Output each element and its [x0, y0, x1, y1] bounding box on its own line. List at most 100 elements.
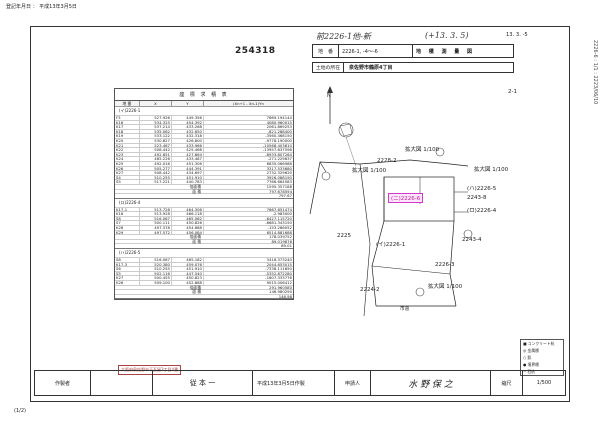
- maker-name: 従 本 一: [153, 371, 253, 395]
- scale-note-lower: 拡大図 1/100: [428, 284, 463, 290]
- table-cell: 505.277: [140, 166, 172, 171]
- table-cell: 7667.851474: [266, 207, 292, 212]
- table-cell: K29: [115, 230, 140, 235]
- table-cell: F3: [115, 116, 140, 120]
- subtotal-value: 178.039752: [269, 234, 292, 240]
- table-cell: 7669.194144: [266, 116, 292, 120]
- table-cell: 485.226: [140, 157, 172, 161]
- table-cell: 508.442: [140, 148, 172, 152]
- parcel-line-g: [363, 243, 371, 317]
- table-cell: 513.728: [140, 207, 172, 212]
- table-subtotal-row: 146.98: [115, 293, 293, 299]
- table-cell: K21: [115, 143, 140, 148]
- table-cell: K26: [115, 166, 140, 171]
- subtotal-label: 倍面積: [189, 183, 201, 189]
- table-cell: -153.266052: [267, 226, 292, 230]
- table-cell: 527.926: [140, 116, 172, 120]
- table-cell: 533.122: [140, 134, 172, 138]
- table-cell: 535.062: [140, 129, 172, 134]
- table-cell: 510.255: [140, 175, 172, 180]
- parcel-2226-5-label: (ハ)2226-5: [467, 186, 497, 192]
- table-title: 座 標 求 積 表: [115, 89, 293, 101]
- parcel-boundary-corner: [319, 161, 327, 173]
- side-vertical-text: 2226-6 : 1/1 : 2223/06/10: [592, 40, 598, 105]
- table-cell: 449.356: [172, 116, 204, 120]
- table-cell: 456.084: [172, 230, 204, 235]
- parcel-boundary-left: [371, 220, 385, 307]
- legend: ■ コンクリート杭 ◎ 金属標 ○ 鋲 ● 境界標 − 石杭: [520, 339, 564, 376]
- table-cell: K27: [115, 276, 140, 280]
- table-cell: 502.116: [140, 271, 172, 276]
- page-number: 254318: [235, 46, 276, 56]
- header-y: Y: [172, 101, 204, 106]
- table-cell: 508.442: [140, 171, 172, 175]
- table-cell: 530.827: [140, 138, 172, 143]
- applicant-label: 申請人: [335, 371, 371, 395]
- table-cell: 433.487: [172, 157, 204, 161]
- table-cell: 6635.066986: [266, 161, 292, 166]
- table-cell: 427.864: [172, 152, 204, 157]
- table-cell: 434.697: [172, 171, 204, 175]
- table-subtotal-row: 797.67: [115, 193, 293, 198]
- scale-note-right: 拡大図 1/100: [474, 167, 509, 173]
- parcel-number-label: 地 番: [313, 45, 339, 57]
- table-cell: K26: [115, 281, 140, 285]
- page-footer: (1/2): [14, 408, 26, 414]
- fax-header: 登記年月日 ： 平成13年3月5日: [6, 4, 77, 10]
- parcel-2226-3-label: 2226-3: [435, 262, 455, 268]
- parcel-line-e: [371, 265, 451, 275]
- table-cell: -9778.190000: [265, 138, 292, 143]
- table-cell: -13957.637596: [262, 148, 292, 152]
- table-cell: 432.318: [172, 134, 204, 138]
- table-cell: 7766.664583: [266, 180, 292, 184]
- table-cell: 497.572: [140, 230, 172, 235]
- location-bar: 土地の所在 泉佐野市鶴原4丁目: [312, 62, 514, 73]
- table-cell: 425.466: [172, 148, 204, 152]
- table-cell: 451.910: [172, 267, 204, 271]
- survey-map: [309, 86, 473, 317]
- parcel-2224-2-label: 2224-2: [360, 287, 380, 293]
- legend-item: ○ 鋲: [523, 354, 532, 360]
- table-cell: K18: [115, 212, 140, 216]
- table-cell: S5: [115, 180, 140, 184]
- north-label: N: [327, 93, 331, 99]
- parcel-boundary-top: [309, 159, 469, 215]
- table-cell: 3317.533680: [266, 166, 292, 171]
- table-cell: K24: [115, 157, 140, 161]
- table-cell: K17-1: [115, 207, 140, 212]
- table-cell: S6: [115, 267, 140, 271]
- table-cell: 492.016: [140, 161, 172, 166]
- table-cell: 517.221: [140, 180, 172, 184]
- subtotal-label: [115, 244, 204, 248]
- table-cell: -5352.872280: [265, 271, 292, 276]
- table-cell: K25: [115, 161, 140, 166]
- table-cell: 466.118: [172, 212, 204, 216]
- table-cell: 452.888: [172, 281, 204, 285]
- parcel-line-f: [359, 163, 371, 245]
- header-x: X: [140, 101, 172, 106]
- table-cell: 534.325: [140, 120, 172, 125]
- table-cell: 465.062: [172, 216, 204, 221]
- table-cell: 444.391: [172, 166, 204, 171]
- table-cell: 450.826: [172, 221, 204, 226]
- subtotal-value: 797.67: [278, 193, 292, 199]
- subtotal-value: 89.01: [281, 243, 292, 249]
- table-lot-label: (イ)2226-1: [119, 108, 141, 113]
